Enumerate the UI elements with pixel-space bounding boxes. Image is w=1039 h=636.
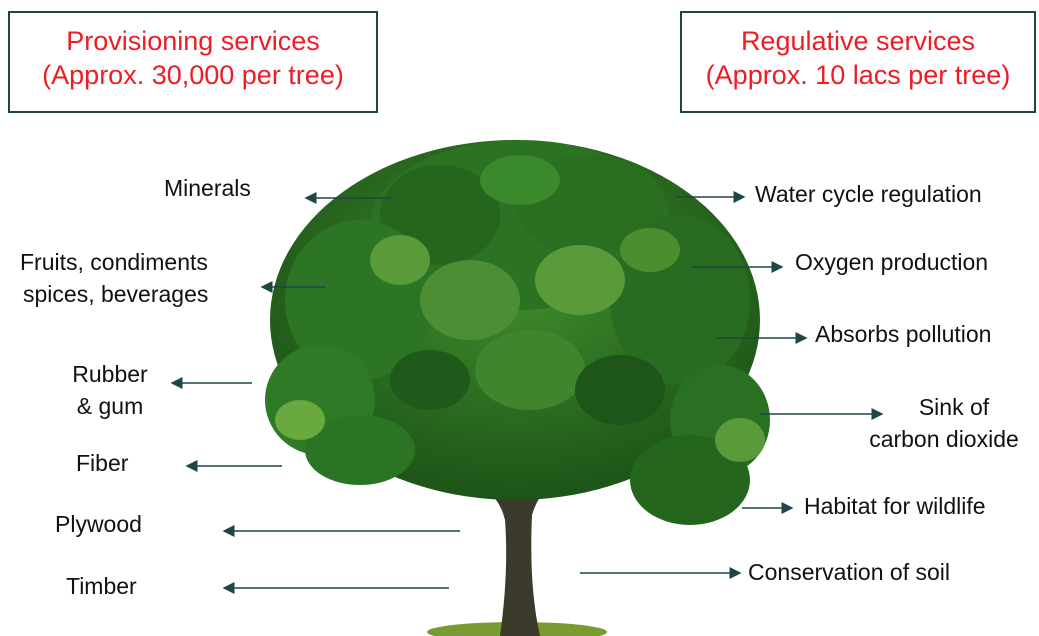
regulative-arrows (580, 191, 884, 579)
label-pollution: Absorbs pollution (815, 321, 992, 347)
regulative-subtitle: (Approx. 10 lacs per tree) (705, 60, 1011, 90)
provisioning-arrows (170, 192, 460, 594)
provisioning-header-box: Provisioning services (Approx. 30,000 pe… (8, 11, 378, 113)
label-rubber-gum: Rubber & gum (72, 361, 148, 419)
regulative-title: Regulative services (740, 26, 976, 56)
provisioning-title: Provisioning services (66, 26, 320, 56)
label-habitat: Habitat for wildlife (804, 493, 986, 519)
label-fruits: Fruits, condiments spices, beverages (20, 249, 209, 307)
tree-foliage (265, 140, 770, 525)
label-minerals: Minerals (164, 175, 251, 201)
provisioning-subtitle: (Approx. 30,000 per tree) (42, 60, 344, 90)
label-fiber: Fiber (76, 450, 129, 476)
label-timber: Timber (66, 573, 137, 599)
regulative-header-box: Regulative services (Approx. 10 lacs per… (680, 11, 1036, 113)
label-water-cycle: Water cycle regulation (755, 181, 982, 207)
label-carbon: Sink of carbon dioxide (869, 394, 1019, 452)
label-oxygen: Oxygen production (795, 249, 989, 275)
label-plywood: Plywood (55, 511, 142, 537)
label-soil: Conservation of soil (748, 559, 950, 585)
